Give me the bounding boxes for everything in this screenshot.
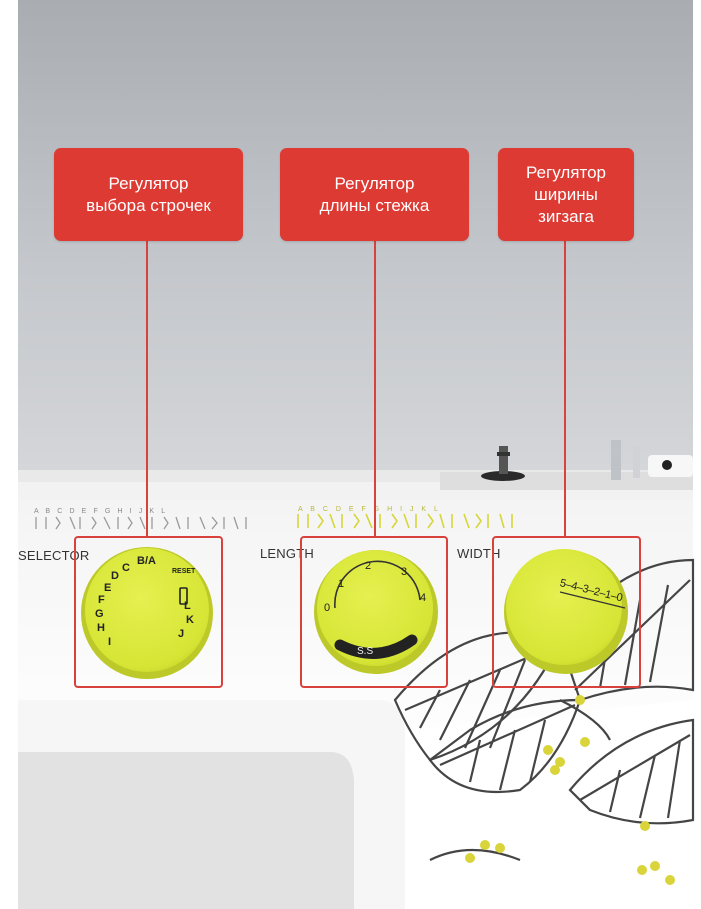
selector-reset-label: RESET xyxy=(172,568,196,575)
length-dial-scale: 0 1 2 3 4 S.S xyxy=(317,550,435,668)
selector-letter-h: H xyxy=(97,622,105,634)
width-dial-highlight xyxy=(492,536,641,688)
selector-leader-line xyxy=(146,240,148,537)
flower-dots xyxy=(465,695,675,885)
width-leader-line xyxy=(564,240,566,537)
stitch-chart-letters-left: A B C D E F G H I J K L xyxy=(34,508,168,515)
stitch-chart xyxy=(35,513,513,530)
length-mark-3: 3 xyxy=(401,566,408,578)
length-callout: Регулятор длины стежка xyxy=(280,148,469,241)
selector-letter-f: F xyxy=(98,594,105,606)
selector-letter-k: K xyxy=(186,614,194,626)
length-dial-highlight xyxy=(300,536,448,688)
length-dial[interactable] xyxy=(314,550,438,674)
width-label: WIDTH xyxy=(457,546,501,561)
selector-label: SELECTOR xyxy=(18,548,90,563)
selector-dial[interactable] xyxy=(81,547,213,679)
selector-letter-j: J xyxy=(178,628,185,640)
selector-letter-i: I xyxy=(108,636,112,648)
selector-letter-e: E xyxy=(104,582,112,594)
length-mark-4: 4 xyxy=(420,592,427,604)
width-callout: Регулятор ширины зигзага xyxy=(498,148,634,241)
length-mark-2: 2 xyxy=(365,560,372,572)
selector-letter-ba: B/A xyxy=(137,555,156,567)
selector-letter-d: D xyxy=(111,570,119,582)
selector-callout: Регулятор выбора строчек xyxy=(54,148,243,241)
length-mark-0: 0 xyxy=(324,602,331,614)
length-mark-ss: S.S xyxy=(357,646,374,657)
stitch-chart-letters-right: A B C D E F G H I J K L xyxy=(298,506,441,513)
selector-letter-l: L xyxy=(184,600,191,612)
selector-letter-c: C xyxy=(122,562,130,574)
width-dial[interactable] xyxy=(504,549,628,674)
selector-dial-highlight xyxy=(74,536,223,688)
length-mark-1: 1 xyxy=(338,578,345,590)
selector-letter-g: G xyxy=(95,608,104,620)
selector-dial-letters: B/A C D E F G H I J K L RESET xyxy=(80,548,214,682)
length-leader-line xyxy=(374,240,376,537)
